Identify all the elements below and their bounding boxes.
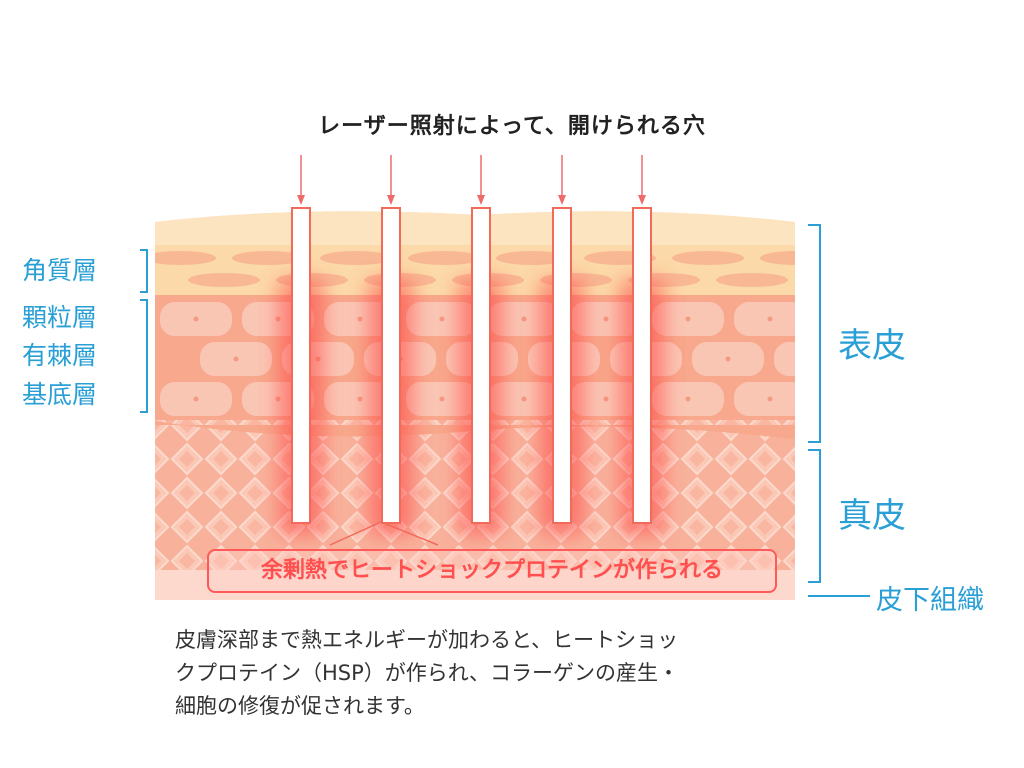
arrow-head-icon [558,195,566,205]
label-epidermis: 表皮 [838,326,906,366]
corneum-cell [672,251,744,265]
cell-nucleus [725,356,731,362]
arrow-head-icon [387,195,395,205]
cell-nucleus [767,396,773,402]
cell-nucleus [767,316,773,322]
arrow-head-icon [297,195,305,205]
corneum-cell [188,273,260,287]
arrow-head-icon [477,195,485,205]
heat-shock-label: 余剰熱でヒートショックプロテインが作られる [207,549,777,593]
cell-nucleus [521,316,527,322]
corneum-cell [760,251,795,265]
label-basal-layer: 基底層 [22,380,98,409]
label-stratum-corneum: 角質層 [22,256,98,285]
epidermis-cell [774,342,795,376]
cell-nucleus [685,396,691,402]
corneum-cell [155,251,216,265]
corneum-cell [496,251,568,265]
skin-layers [155,211,876,600]
cell-nucleus [233,356,239,362]
cell-nucleus [521,396,527,402]
cell-nucleus [439,396,445,402]
laser-hole [291,207,311,524]
cell-nucleus [603,396,609,402]
left-brackets [140,249,148,413]
laser-hole [632,207,652,524]
cell-nucleus [685,316,691,322]
cell-nucleus [808,357,813,362]
cell-nucleus [439,316,445,322]
cell-nucleus [357,316,363,322]
subcutaneous-layer [155,570,795,600]
cell-nucleus [193,396,199,402]
corneum-cell [320,251,392,265]
heat-connector [329,521,439,546]
corneum-cell [716,273,788,287]
arrow-head-icon [638,195,646,205]
laser-hole [381,207,401,524]
corneum-cell [408,251,480,265]
corneum-cell [232,251,304,265]
caption-line-2: クプロテイン（HSP）が作られ、コラーゲンの産生・ [175,661,679,685]
cell-nucleus [357,396,363,402]
caption-line-3: 細胞の修復が促されます。 [175,694,425,718]
laser-holes [279,155,664,546]
label-dermis: 真皮 [838,496,906,536]
corneum-cell [804,273,876,287]
caption-line-1: 皮膚深部まで熱エネルギーが加わると、ヒートショッ [175,628,679,652]
right-brackets [808,224,870,597]
label-granular-layer: 顆粒層 [22,303,98,332]
cell-nucleus [193,316,199,322]
diagram-title: レーザー照射によって、開けられる穴 [318,114,706,139]
label-subcutaneous: 皮下組織 [876,585,984,616]
laser-hole [552,207,572,524]
laser-hole [471,207,491,524]
caption: 皮膚深部まで熱エネルギーが加わると、ヒートショッ クプロテイン（HSP）が作られ… [175,624,815,723]
cell-nucleus [603,316,609,322]
label-spinous-layer: 有棘層 [22,341,98,370]
